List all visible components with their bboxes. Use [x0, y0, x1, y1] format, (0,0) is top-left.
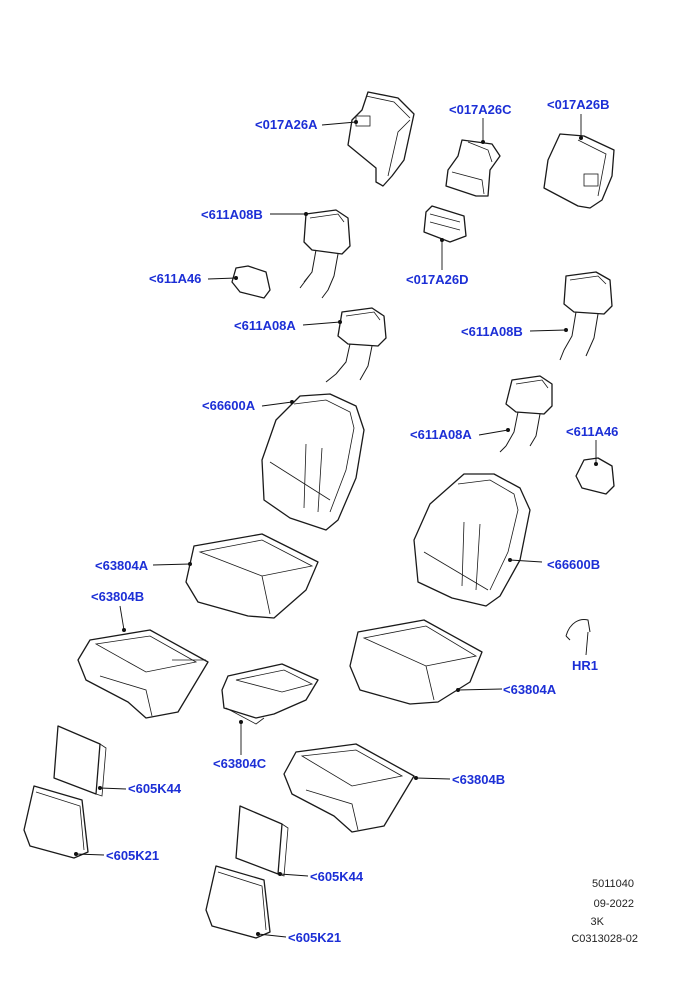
part-017a26d[interactable]: [423, 205, 467, 243]
part-611a08a-left[interactable]: [325, 307, 387, 383]
part-63804c[interactable]: [221, 663, 319, 725]
info-date: 09-2022: [593, 898, 634, 910]
callout-66600b[interactable]: <66600B: [547, 557, 601, 572]
part-611a08b-left[interactable]: [299, 209, 351, 299]
part-63804b-left[interactable]: [77, 629, 209, 719]
part-611a08b-right[interactable]: [559, 271, 613, 361]
callout-611a46-left[interactable]: <611A46: [149, 271, 202, 286]
part-611a46-left[interactable]: [231, 265, 271, 299]
callout-66600a[interactable]: <66600A: [202, 398, 256, 413]
part-66600b[interactable]: [413, 473, 531, 607]
part-66600a[interactable]: [261, 393, 365, 531]
callout-63804b-left[interactable]: <63804B: [91, 589, 145, 604]
part-605k21-right[interactable]: [205, 865, 271, 939]
part-017a26a[interactable]: [347, 91, 415, 187]
callout-017a26b[interactable]: <017A26B: [547, 97, 610, 112]
info-code: 5011040: [591, 878, 634, 890]
callout-605k44-right[interactable]: <605K44: [310, 869, 364, 884]
callout-611a08a-left[interactable]: <611A08A: [234, 318, 296, 333]
callout-611a46-right[interactable]: <611A46: [566, 424, 619, 439]
part-605k21-left[interactable]: [23, 785, 89, 859]
part-611a08a-right[interactable]: [499, 375, 553, 453]
info-variant: 3K: [590, 916, 604, 928]
callout-605k21-right[interactable]: <605K21: [288, 930, 342, 945]
info-illustration-id: C0313028-02: [571, 933, 638, 945]
callout-63804a-right[interactable]: <63804A: [503, 682, 557, 697]
part-605k44-left[interactable]: [53, 725, 107, 797]
callout-63804a-left[interactable]: <63804A: [95, 558, 149, 573]
callout-017a26c[interactable]: <017A26C: [449, 102, 512, 117]
part-hr1[interactable]: [565, 619, 591, 641]
callout-017a26a[interactable]: <017A26A: [255, 117, 318, 132]
part-63804b-right[interactable]: [283, 743, 415, 833]
callout-605k21-left[interactable]: <605K21: [106, 848, 160, 863]
callout-63804b-right[interactable]: <63804B: [452, 772, 506, 787]
callout-605k44-left[interactable]: <605K44: [128, 781, 182, 796]
leader-lines: [74, 114, 598, 938]
callout-611a08b-right[interactable]: <611A08B: [461, 324, 523, 339]
callout-017a26d[interactable]: <017A26D: [406, 272, 469, 287]
part-017a26c[interactable]: [445, 139, 501, 197]
part-63804a-right[interactable]: [349, 619, 483, 705]
callout-611a08a-right[interactable]: <611A08A: [410, 427, 472, 442]
callout-611a08b-left[interactable]: <611A08B: [201, 207, 263, 222]
part-605k44-right[interactable]: [235, 805, 289, 877]
callout-hr1[interactable]: HR1: [572, 658, 599, 673]
callout-63804c[interactable]: <63804C: [213, 756, 267, 771]
part-017a26b[interactable]: [543, 133, 615, 209]
part-63804a-left[interactable]: [185, 533, 319, 619]
part-611a46-right[interactable]: [575, 457, 615, 495]
